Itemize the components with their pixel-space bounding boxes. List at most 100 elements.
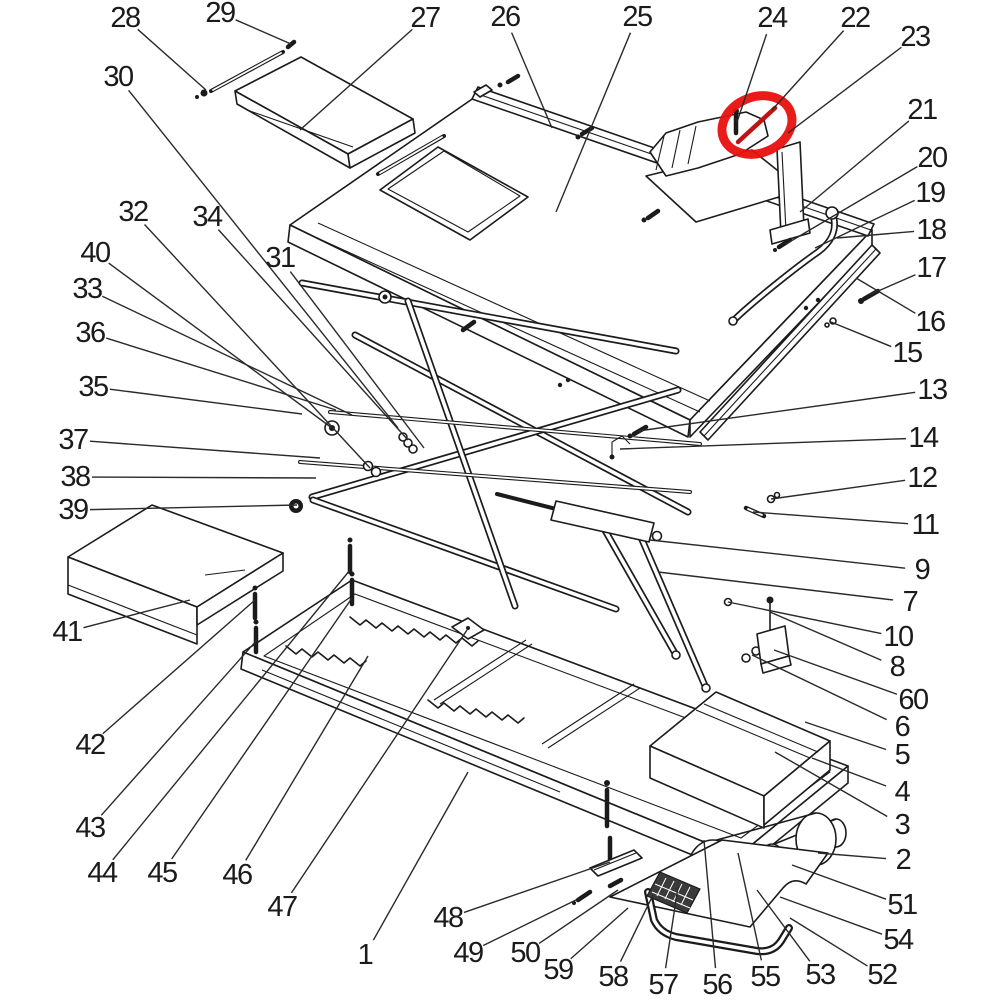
drawing-segment	[609, 454, 615, 460]
drawing-segment	[596, 516, 678, 657]
scissor-mechanism	[289, 279, 781, 693]
leader-line-41	[83, 599, 191, 629]
drawing-segment	[382, 294, 388, 300]
drawing-segment	[317, 222, 711, 402]
part-label-50: 50	[510, 937, 540, 969]
leader-line-35	[109, 388, 303, 415]
drawing-segment	[246, 109, 354, 148]
leader-line-54	[779, 896, 883, 935]
drawing-segment	[353, 333, 690, 514]
leader-line-32	[144, 223, 371, 469]
part-label-20: 20	[917, 142, 947, 174]
part-label-29: 29	[205, 0, 235, 29]
drawing-segment	[439, 643, 533, 705]
leader-line-49	[482, 897, 581, 947]
drawing-segment	[196, 552, 284, 626]
drawing-segment	[646, 871, 701, 914]
leader-line-33	[102, 295, 353, 416]
leader-line-56	[703, 839, 717, 969]
drawing-segment	[728, 316, 738, 326]
leader-line-15	[830, 321, 892, 348]
leader-line-4	[811, 757, 887, 787]
drawing-segment	[387, 150, 521, 233]
leader-line-11	[752, 511, 909, 525]
leader-line-20	[785, 166, 918, 245]
drawing-segment	[773, 491, 781, 499]
drawing-segment	[651, 883, 694, 909]
drawing-segment	[310, 388, 680, 499]
leader-line-22	[771, 30, 845, 111]
drawing-segment	[741, 653, 751, 663]
hydraulic-cylinder	[495, 492, 663, 543]
drawing-segment	[473, 84, 493, 98]
leader-line-36	[106, 337, 337, 411]
leader-line-23	[787, 46, 902, 134]
drawing-segment	[651, 530, 663, 542]
u-bracket	[644, 888, 793, 956]
leader-line-58	[619, 894, 654, 963]
leader-line-52	[789, 917, 868, 967]
drawing-segment	[263, 593, 831, 839]
drawing-segment	[195, 95, 199, 99]
leader-line-10	[727, 601, 882, 635]
cover-box	[649, 691, 831, 829]
drawing-segment	[253, 619, 259, 625]
part-label-13: 13	[917, 374, 947, 406]
leader-line-59	[570, 907, 629, 960]
part-label-45: 45	[147, 857, 177, 889]
drawing-segment	[646, 890, 791, 954]
leader-line-57	[664, 886, 679, 969]
leader-line-13	[637, 391, 916, 432]
leader-line-21	[799, 120, 910, 213]
leader-line-31	[289, 271, 425, 449]
drawing-segment	[858, 298, 864, 304]
part-label-8: 8	[890, 651, 905, 683]
part-label-54: 54	[883, 924, 914, 956]
drawing-segment	[347, 537, 353, 543]
leader-line-43	[100, 639, 258, 816]
drawing-segment	[589, 849, 643, 877]
handle-bar	[728, 206, 839, 326]
drawing-segment	[547, 687, 641, 749]
base-plate	[609, 839, 829, 928]
clamp-bar	[572, 849, 643, 905]
part-label-7: 7	[903, 586, 918, 618]
part-label-17: 17	[916, 252, 946, 284]
part-label-14: 14	[908, 422, 939, 454]
part-label-32: 32	[118, 196, 148, 228]
drawing-segment	[611, 435, 631, 455]
drawing-segment	[497, 82, 503, 88]
drawing-segment	[329, 411, 701, 445]
part-label-43: 43	[75, 812, 105, 844]
part-label-57: 57	[648, 969, 678, 1000]
part-label-3: 3	[895, 809, 910, 841]
part-label-44: 44	[87, 857, 118, 889]
drawing-segment	[607, 877, 624, 889]
drawing-segment	[593, 852, 637, 871]
part-label-11: 11	[911, 509, 938, 541]
drawing-segment	[671, 129, 681, 169]
leader-lines	[83, 19, 918, 969]
drawing-segment	[641, 217, 647, 223]
part-label-46: 46	[222, 859, 252, 891]
part-label-30: 30	[103, 61, 133, 93]
part-label-10: 10	[883, 621, 913, 653]
part-label-21: 21	[907, 94, 937, 126]
part-label-15: 15	[892, 337, 922, 369]
part-label-9: 9	[915, 554, 930, 586]
drawing-segment	[311, 498, 618, 611]
part-label-37: 37	[58, 424, 88, 456]
leader-line-42	[102, 599, 256, 735]
drawing-segment	[760, 655, 792, 674]
part-label-52: 52	[867, 959, 897, 991]
leader-line-53	[756, 889, 811, 962]
highlight-ellipse	[717, 91, 797, 159]
side-rail	[699, 244, 881, 441]
leader-line-55	[737, 852, 763, 961]
drawing-segment	[379, 136, 443, 174]
leader-line-9	[649, 539, 906, 569]
highlighted-pin	[735, 105, 778, 145]
drawing-segment	[638, 533, 708, 690]
